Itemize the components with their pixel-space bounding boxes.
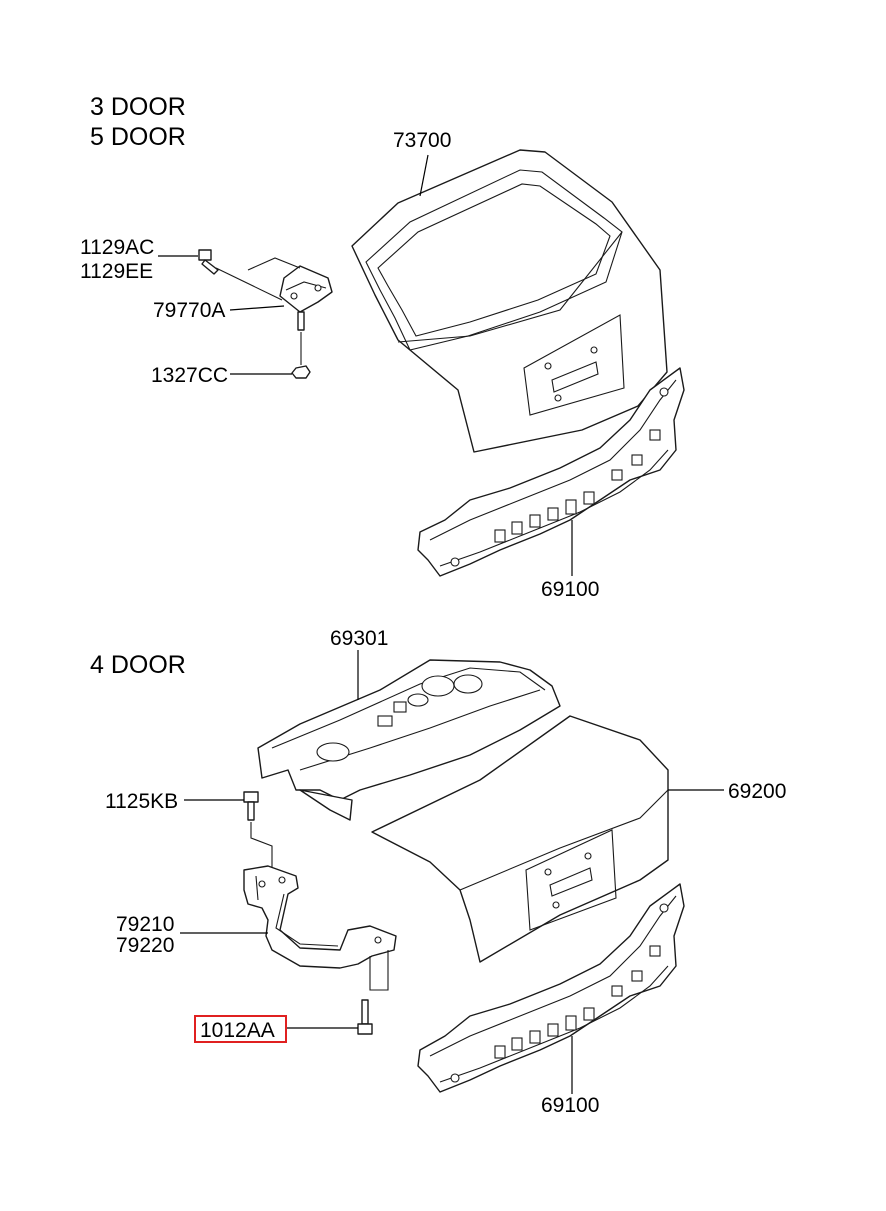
label-69100-upper[interactable]: 69100 — [541, 578, 599, 601]
rear-panel-upper-part[interactable] — [417, 367, 685, 577]
label-69100-lower[interactable]: 69100 — [541, 1094, 599, 1117]
label-69200[interactable]: 69200 — [728, 780, 786, 803]
nut-icon[interactable] — [291, 365, 311, 379]
header-4-door: 4 DOOR — [90, 651, 186, 679]
label-1129ee[interactable]: 1129EE — [80, 260, 153, 283]
label-69301[interactable]: 69301 — [330, 627, 388, 650]
trunk-hinge-part[interactable] — [243, 865, 397, 991]
header-5-door: 5 DOOR — [90, 123, 186, 151]
bolt-upper-hinge-icon[interactable] — [243, 791, 273, 868]
label-1129ac[interactable]: 1129AC — [80, 236, 154, 259]
bolt-lower-hinge-icon[interactable] — [357, 999, 373, 1035]
rear-panel-lower-part[interactable] — [417, 883, 685, 1093]
label-1012aa[interactable]: 1012AA — [200, 1019, 275, 1042]
label-1125kb[interactable]: 1125KB — [105, 790, 178, 813]
label-79210[interactable]: 79210 — [116, 913, 174, 936]
label-79770a[interactable]: 79770A — [153, 299, 225, 322]
tailgate-part[interactable] — [351, 149, 668, 453]
label-73700[interactable]: 73700 — [393, 129, 451, 152]
leader-lines — [158, 154, 724, 1094]
bolt-icon[interactable] — [198, 249, 219, 275]
hinge-upper-part[interactable] — [215, 257, 333, 365]
package-tray-part[interactable] — [257, 659, 561, 821]
trunk-lid-part[interactable] — [371, 715, 669, 963]
label-79220[interactable]: 79220 — [116, 934, 174, 957]
header-3-door: 3 DOOR — [90, 93, 186, 121]
label-1327cc[interactable]: 1327CC — [151, 364, 228, 387]
highlight-box — [194, 1015, 287, 1043]
